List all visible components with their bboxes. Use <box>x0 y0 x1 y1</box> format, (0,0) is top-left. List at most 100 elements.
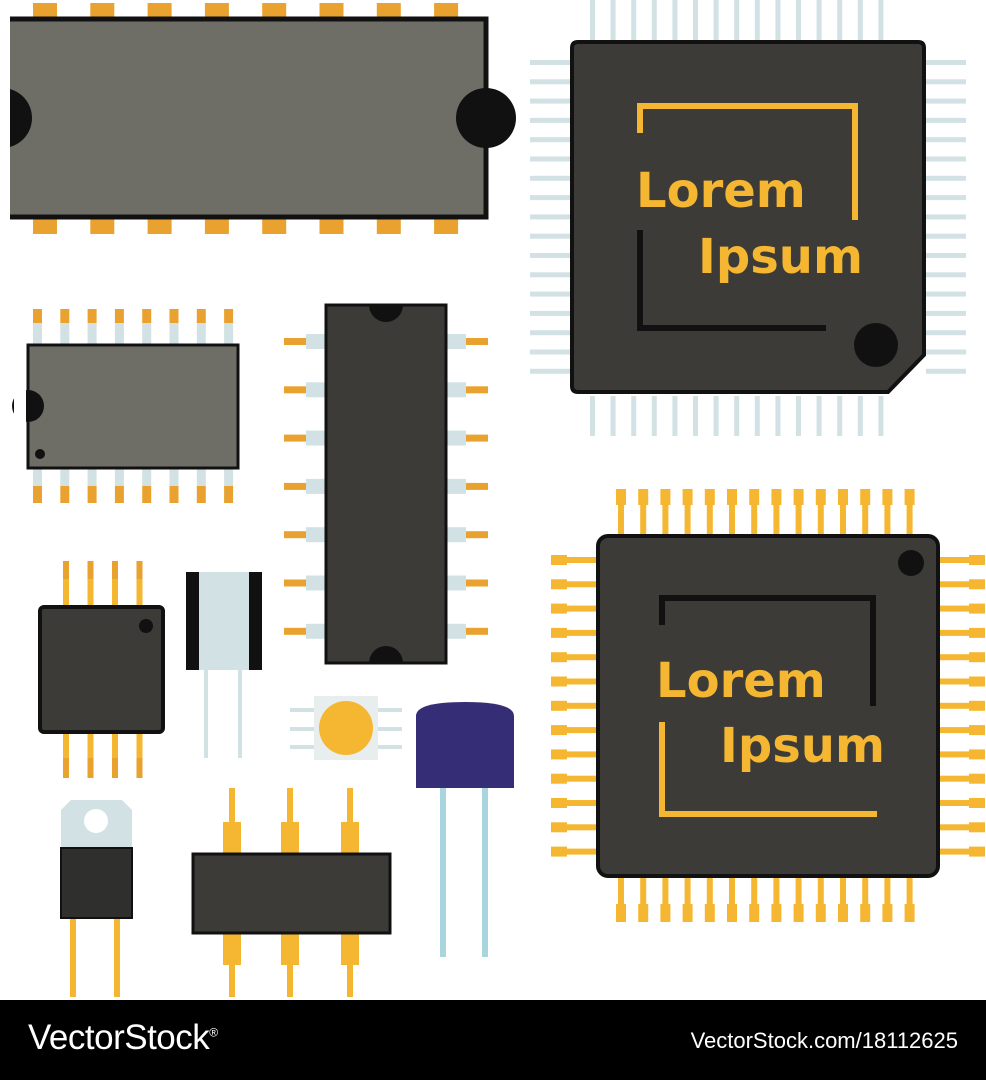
pin <box>306 478 326 494</box>
pin <box>196 309 206 323</box>
pin <box>284 482 306 490</box>
pin <box>618 503 624 536</box>
pin <box>551 725 567 736</box>
pin <box>287 788 293 824</box>
pin <box>706 876 713 906</box>
pin <box>693 396 698 436</box>
pin <box>616 904 626 922</box>
pin <box>87 561 94 579</box>
pin <box>684 876 691 906</box>
three-pin-module <box>191 788 392 997</box>
pin <box>734 396 740 436</box>
pin <box>284 386 306 394</box>
pin <box>376 3 401 19</box>
pin <box>530 137 570 143</box>
pin <box>204 218 229 234</box>
pin <box>196 468 206 486</box>
pin <box>63 579 69 607</box>
pin <box>530 330 570 336</box>
pin <box>938 702 971 709</box>
pin <box>906 876 913 906</box>
pin <box>590 396 595 436</box>
pin <box>136 732 143 758</box>
electronic-components-illustration: Lorem Ipsum Lorem Ipsum <box>0 0 985 997</box>
pin <box>530 117 570 123</box>
pin <box>565 751 598 758</box>
pin <box>734 0 740 40</box>
pin <box>284 627 306 635</box>
pin <box>938 824 971 831</box>
pin <box>651 0 657 40</box>
pin <box>684 503 691 536</box>
pin <box>136 561 143 579</box>
pin <box>672 396 678 436</box>
pin <box>884 876 891 906</box>
pin <box>926 368 966 374</box>
pin <box>90 3 115 19</box>
pin <box>306 382 326 398</box>
illustration-canvas: Lorem Ipsum Lorem Ipsum <box>0 0 985 997</box>
pin <box>616 489 626 505</box>
brand-name: VectorStock <box>28 1018 210 1057</box>
pin <box>530 214 570 220</box>
pin <box>878 0 884 40</box>
pin <box>530 253 570 258</box>
soic-chip-gray <box>12 309 240 503</box>
pin <box>729 876 735 906</box>
pin <box>112 579 118 607</box>
pin <box>224 468 234 486</box>
pin <box>857 396 863 436</box>
pin <box>727 489 737 505</box>
pin <box>682 904 693 922</box>
pin <box>446 623 466 639</box>
pin <box>754 396 760 436</box>
pin <box>284 434 306 442</box>
pin <box>306 430 326 446</box>
pin <box>938 775 971 782</box>
pin <box>860 904 871 922</box>
pin <box>284 579 306 587</box>
pin <box>466 434 488 442</box>
pin <box>169 323 179 345</box>
pin <box>551 555 567 565</box>
pin <box>815 489 826 505</box>
pin <box>142 309 152 323</box>
pin <box>926 98 966 104</box>
notch-icon <box>369 646 403 663</box>
pin <box>926 214 966 220</box>
pin <box>60 309 70 323</box>
pin <box>169 468 179 486</box>
pin <box>551 822 567 833</box>
pin <box>306 334 326 349</box>
pin <box>938 654 971 661</box>
pin <box>840 503 846 536</box>
pin <box>60 486 70 503</box>
pin <box>882 904 893 922</box>
pin <box>224 486 234 503</box>
pin <box>262 218 287 234</box>
pin <box>795 876 802 906</box>
pin <box>224 323 234 345</box>
pin <box>969 700 985 711</box>
pin <box>551 579 567 590</box>
pin <box>114 486 124 503</box>
pin <box>87 579 94 607</box>
pin <box>87 468 97 486</box>
pin <box>565 702 598 709</box>
pin <box>771 904 782 922</box>
pin <box>565 557 598 563</box>
pin <box>837 396 843 436</box>
pin <box>565 654 598 661</box>
pin <box>565 824 598 831</box>
pin <box>223 822 241 854</box>
pin <box>446 575 466 591</box>
pin <box>704 489 715 505</box>
pin <box>775 396 781 436</box>
pin <box>926 349 966 355</box>
pin <box>147 3 172 19</box>
pin <box>33 323 42 345</box>
pin <box>319 218 344 234</box>
pin <box>287 963 293 997</box>
pin <box>530 175 570 181</box>
notch-icon <box>456 88 516 148</box>
